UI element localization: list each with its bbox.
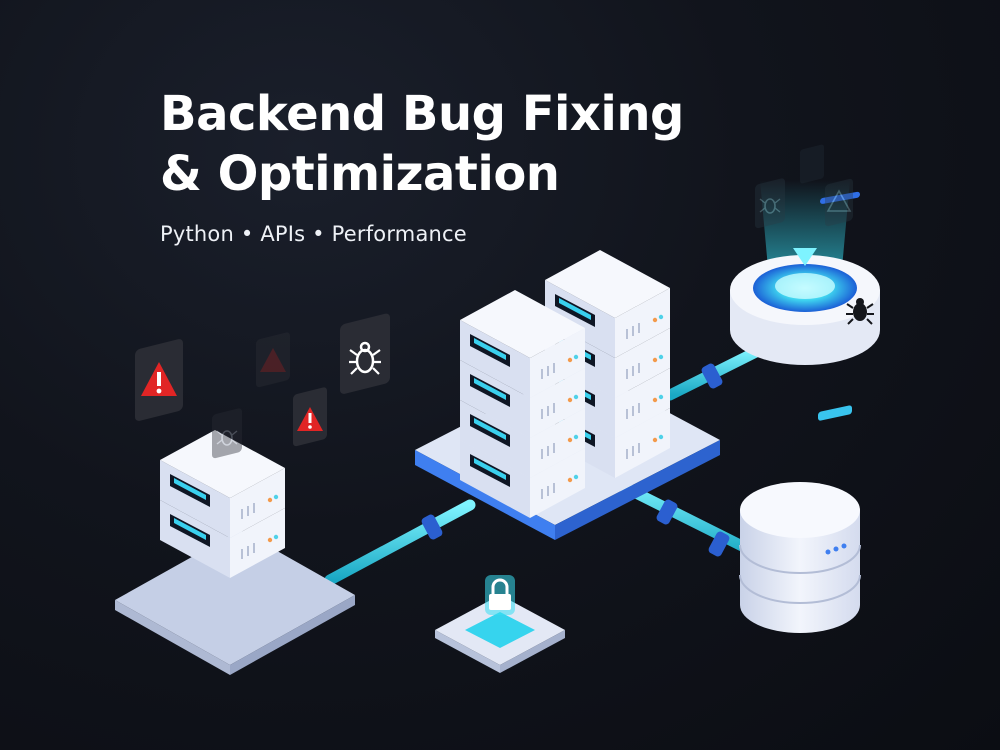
bug-icon [800,144,824,184]
bug-icon [340,313,390,394]
warning-icon [293,387,327,447]
title-line-1: Backend Bug Fixing [160,86,684,142]
scanner-icon [730,180,880,365]
title-line-2: & Optimization [160,146,560,202]
main-server-cluster-icon [415,250,720,540]
bug-icon [846,298,874,325]
lock-node-icon [435,575,565,673]
bug-icon [212,408,242,459]
bug-icon [755,178,785,229]
warning-icon [135,339,183,421]
subtitle: Python • APIs • Performance [160,222,467,246]
page-title: Backend Bug Fixing & Optimization [160,84,684,204]
small-server-icon [115,430,355,675]
warning-icon [825,178,853,227]
warning-icon [256,332,290,388]
database-icon [739,405,861,633]
